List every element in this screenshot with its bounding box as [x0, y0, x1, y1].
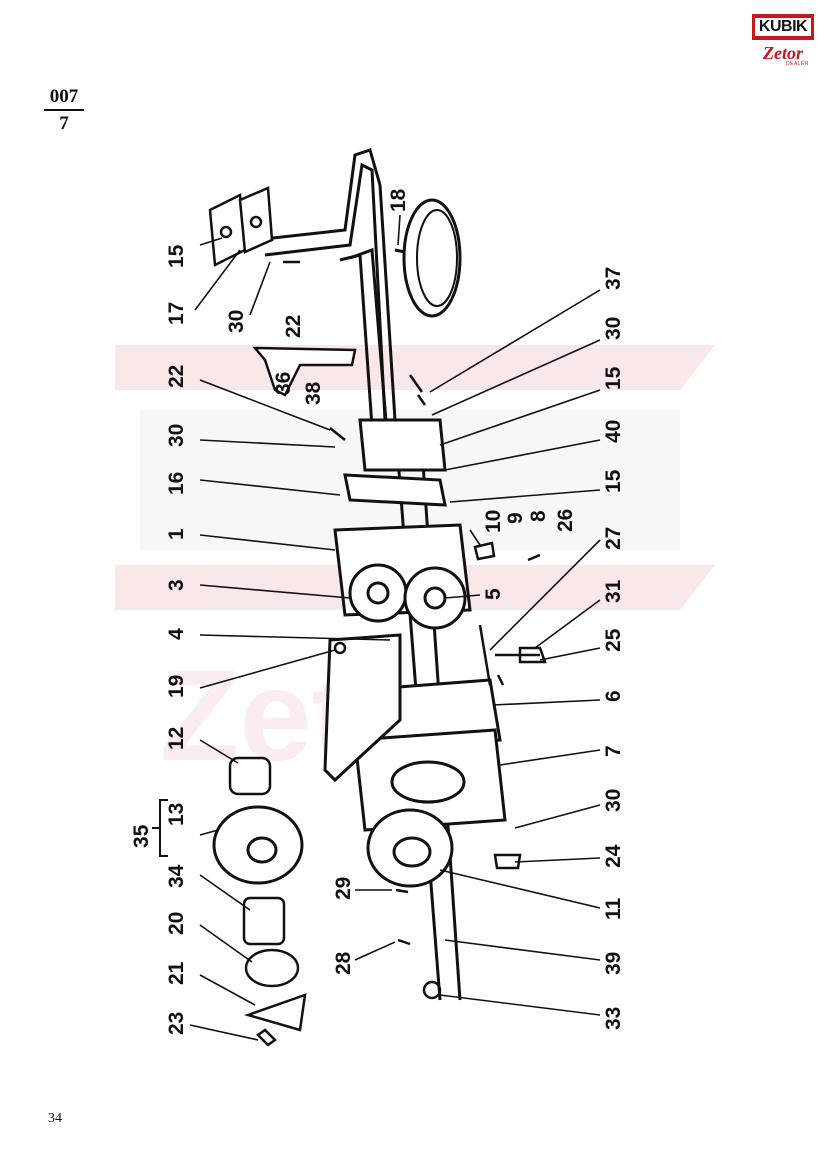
callout: 24	[602, 844, 625, 868]
callout: 9	[504, 512, 527, 524]
bracket	[252, 346, 357, 397]
callout-labels: 15 17 30 22 22 30 16 1 3 4 19 12 13 35 3…	[130, 188, 625, 1035]
drive-gear-11	[366, 808, 454, 888]
callout: 15	[602, 366, 625, 390]
callout: 31	[602, 579, 625, 603]
kubik-zetor-logo: KUBIK Zetor DEALER	[752, 14, 814, 70]
callout: 6	[602, 690, 625, 702]
callout: 18	[387, 188, 410, 212]
callout: 27	[602, 527, 625, 550]
callout: 10	[482, 510, 505, 533]
gear-13	[212, 805, 304, 885]
callout: 22	[282, 315, 305, 338]
callout: 17	[165, 302, 188, 325]
logo-dealer-text: DEALER	[786, 61, 810, 67]
callout: 11	[602, 897, 625, 920]
callout: 38	[302, 381, 325, 405]
bracket-35	[152, 799, 168, 857]
callout: 25	[602, 628, 625, 652]
logo-red-band: KUBIK	[752, 14, 814, 40]
callout: 29	[332, 877, 355, 900]
callout: 19	[165, 675, 188, 698]
callout: 30	[225, 310, 248, 333]
callout: 30	[602, 789, 625, 812]
page-number: 34	[48, 1111, 62, 1126]
callout: 37	[602, 267, 625, 290]
callout: 16	[165, 472, 188, 495]
callout: 36	[272, 372, 295, 395]
pins-and-bolts	[283, 260, 505, 1000]
callout: 21	[165, 961, 188, 985]
figure-number-top: 007	[44, 86, 84, 111]
logo-kubik-text: KUBIK	[755, 18, 811, 36]
callout: 4	[165, 628, 188, 640]
callout: 33	[602, 1007, 625, 1030]
callout: 1	[165, 528, 188, 540]
callout: 40	[602, 420, 625, 443]
callout: 26	[554, 509, 577, 532]
callout: 12	[165, 727, 188, 750]
callout: 22	[165, 365, 188, 388]
callout: 39	[602, 952, 625, 975]
callout: 30	[165, 424, 188, 447]
figure-number-bottom: 7	[59, 113, 69, 134]
callout: 28	[332, 951, 355, 975]
callout: 15	[165, 244, 188, 268]
callout: 13	[165, 803, 188, 826]
leader-lines	[189, 214, 601, 1041]
pump-gears	[348, 563, 467, 630]
flange-gaskets-top	[208, 186, 274, 267]
callout: 5	[482, 588, 505, 600]
callout: 30	[602, 317, 625, 340]
logo-zetor-text: Zetor	[763, 43, 803, 63]
callout: 20	[165, 912, 188, 935]
callout: 3	[165, 579, 188, 591]
strainer-disc	[402, 198, 462, 318]
callout: 35	[130, 824, 153, 848]
figure-number: 007 7	[44, 86, 84, 135]
small-parts	[228, 541, 547, 1047]
callout: 7	[602, 745, 625, 757]
callout: 15	[602, 469, 625, 493]
callout: 8	[527, 510, 550, 522]
callout: 23	[165, 1012, 188, 1035]
callout: 34	[165, 864, 188, 888]
